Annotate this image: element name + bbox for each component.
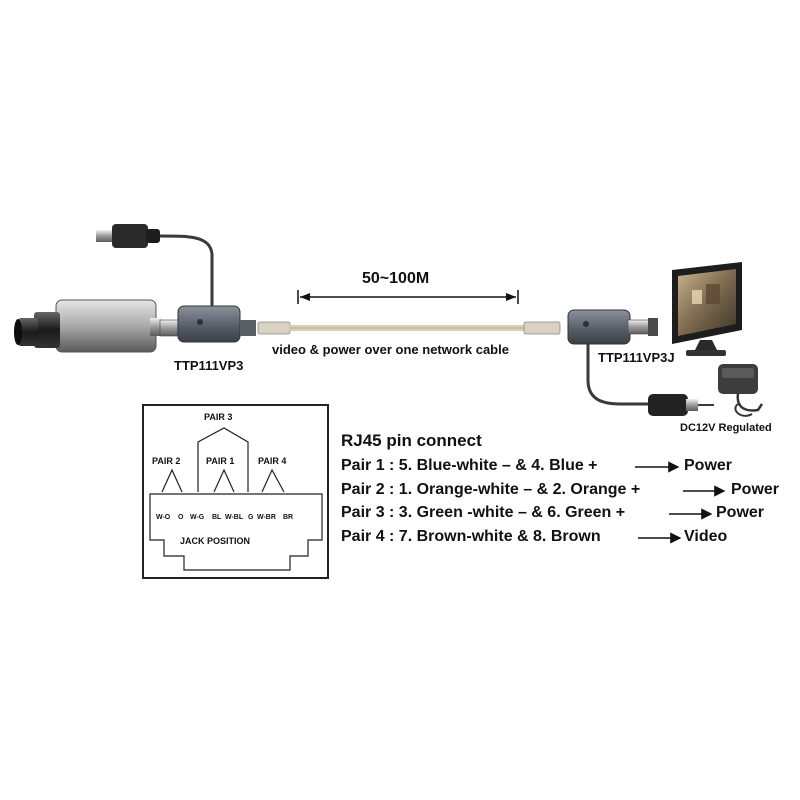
left-device-label: TTP111VP3 [174, 358, 244, 373]
pin-connect-title: RJ45 pin connect [341, 431, 482, 450]
pair3-line: Pair 3 : 3. Green -white – & 6. Green + [341, 504, 626, 521]
network-cable-icon [257, 321, 561, 335]
pin-label: W-O [156, 514, 171, 521]
pin-arrows [635, 461, 726, 544]
distance-dimension [297, 290, 519, 304]
pair4-line: Pair 4 : 7. Brown-white & 8. Brown [341, 528, 601, 545]
power-adapter-label: DC12V Regulated [680, 422, 772, 434]
pair1-label: PAIR 1 [206, 456, 235, 466]
dc-plug-icon [96, 224, 214, 306]
dc-jack-icon [648, 394, 714, 416]
jack-diagram [142, 404, 329, 579]
pin-label: G [248, 514, 254, 521]
right-device-label: TTP111VP3J [598, 350, 675, 365]
pin-label: W-G [190, 514, 205, 521]
pair3-target: Power [716, 504, 765, 521]
distance-label: 50~100M [362, 270, 430, 287]
pair2-target: Power [731, 481, 780, 498]
pair4-label: PAIR 4 [258, 456, 287, 466]
power-adapter-icon [718, 364, 764, 417]
pair2-line: Pair 2 : 1. Orange-white – & 2. Orange + [341, 481, 641, 498]
right-transceiver-icon [567, 309, 658, 406]
pair4-target: Video [684, 528, 728, 545]
pair3-label: PAIR 3 [204, 412, 233, 422]
pin-label: BL [212, 514, 222, 521]
jack-diagram-lines [149, 427, 323, 571]
left-transceiver-icon [159, 305, 256, 343]
monitor-icon [672, 262, 742, 356]
pin-label: O [178, 514, 184, 521]
pair1-line: Pair 1 : 5. Blue-white – & 4. Blue + [341, 457, 598, 474]
camera-icon [14, 299, 162, 353]
pin-label: BR [283, 514, 294, 521]
pin-label: W-BL [225, 514, 244, 521]
pair2-label: PAIR 2 [152, 456, 181, 466]
pair1-target: Power [684, 457, 733, 474]
cable-label: video & power over one network cable [272, 342, 509, 357]
pin-label: W-BR [257, 514, 276, 521]
jack-position-label: JACK POSITION [180, 536, 251, 546]
